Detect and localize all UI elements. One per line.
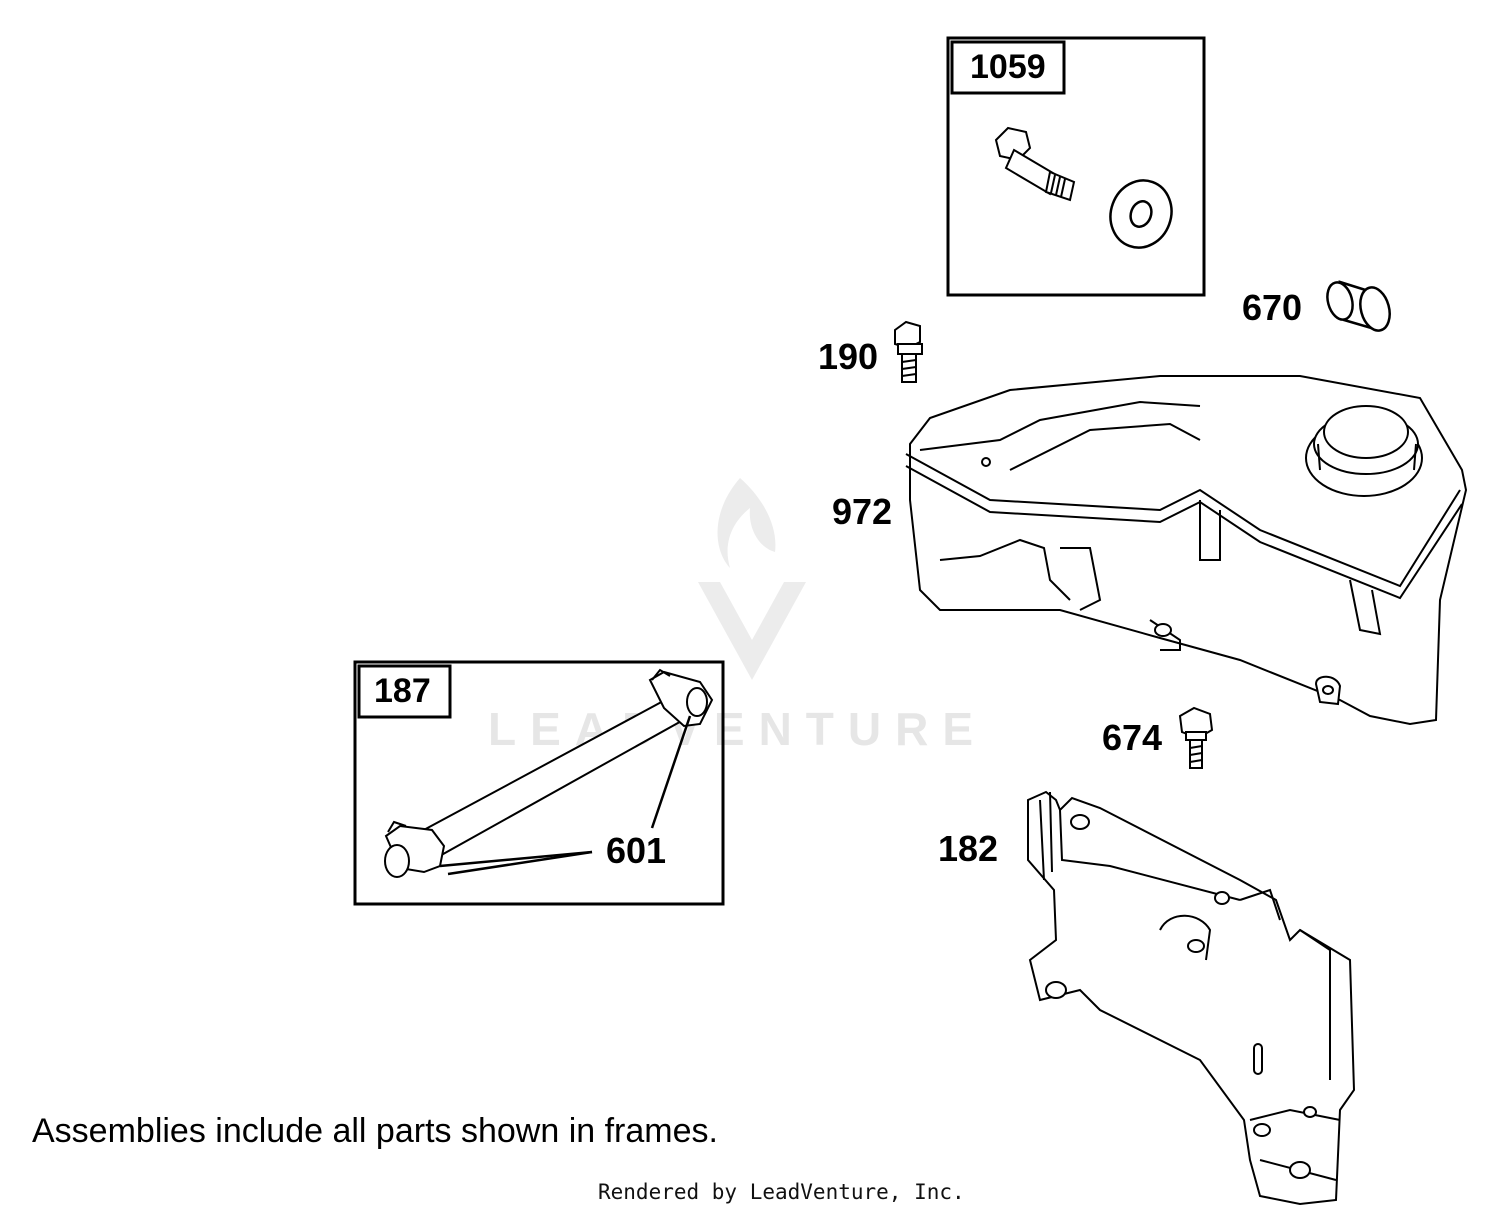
assembly-note: Assemblies include all parts shown in fr…: [32, 1112, 718, 1150]
callout-187[interactable]: 187: [374, 672, 431, 710]
watermark-text: LEADVENTURE: [488, 703, 988, 755]
callout-190[interactable]: 190: [818, 336, 879, 377]
callout-674[interactable]: 674: [1102, 717, 1163, 758]
callout-1059[interactable]: 1059: [970, 48, 1046, 86]
callout-601[interactable]: 601: [606, 830, 667, 871]
render-credit: Rendered by LeadVenture, Inc.: [598, 1180, 965, 1204]
callout-182[interactable]: 182: [938, 828, 999, 869]
callout-972[interactable]: 972: [832, 491, 893, 532]
callout-670[interactable]: 670: [1242, 287, 1303, 328]
